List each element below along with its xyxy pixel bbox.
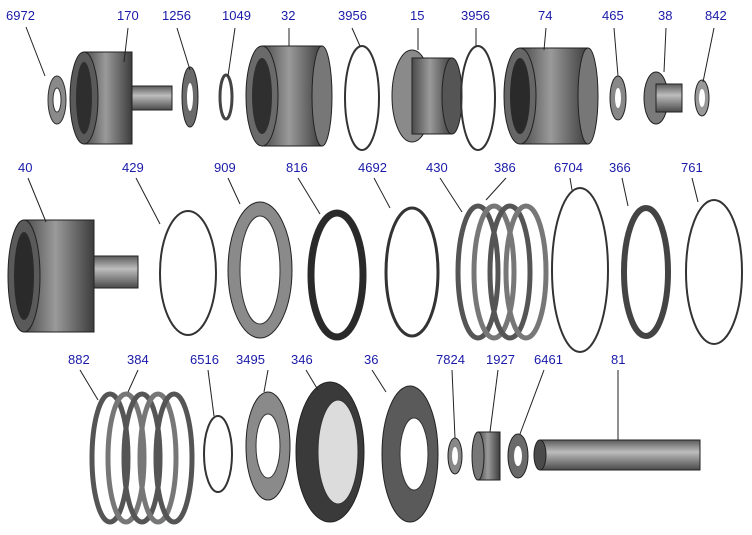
label-761: 761 <box>681 160 703 175</box>
label-3956-b: 3956 <box>461 8 490 23</box>
part-816-seal-ring <box>307 209 367 341</box>
part-6972-thrust-washer <box>47 75 67 125</box>
label-40: 40 <box>18 160 32 175</box>
label-384: 384 <box>127 352 149 367</box>
label-842: 842 <box>705 8 727 23</box>
label-6461: 6461 <box>534 352 563 367</box>
part-842-washer <box>694 79 710 117</box>
part-429-snap-ring <box>159 210 217 336</box>
label-32: 32 <box>281 8 295 23</box>
part-346-piston <box>295 381 365 523</box>
label-7824: 7824 <box>436 352 465 367</box>
leader-lines <box>25 26 715 440</box>
part-32-clutch-drum <box>245 45 333 147</box>
label-465: 465 <box>602 8 624 23</box>
part-40-ring-gear-shaft <box>7 219 139 333</box>
part-430-386-clutch-pack <box>455 203 549 341</box>
part-38-gear <box>643 71 683 125</box>
label-1049: 1049 <box>222 8 251 23</box>
part-909-piston-housing <box>227 201 293 339</box>
part-170-drum-shaft <box>69 51 173 145</box>
part-36-housing-plate <box>381 385 439 523</box>
part-366-plate <box>621 205 671 339</box>
part-1256-washer <box>181 66 199 128</box>
label-3495: 3495 <box>236 352 265 367</box>
part-7824-washer <box>447 437 463 475</box>
label-74: 74 <box>538 8 552 23</box>
part-465-bearing <box>609 75 627 121</box>
part-1927-bearing <box>471 431 501 481</box>
part-3956-snap-ring-a <box>344 45 380 151</box>
label-816: 816 <box>286 160 308 175</box>
part-81-output-shaft <box>533 439 701 471</box>
label-429: 429 <box>122 160 144 175</box>
part-882-384-clutch-pack <box>89 391 195 525</box>
label-3956-a: 3956 <box>338 8 367 23</box>
label-6516: 6516 <box>190 352 219 367</box>
label-6972: 6972 <box>6 8 35 23</box>
part-761-snap-ring <box>685 199 743 345</box>
label-909: 909 <box>214 160 236 175</box>
label-4692: 4692 <box>358 160 387 175</box>
part-3956-snap-ring-b <box>460 45 496 151</box>
part-labels: 6972 170 1256 1049 32 3956 15 3956 74 46… <box>6 8 727 367</box>
label-882: 882 <box>68 352 90 367</box>
part-3495-spring-retainer <box>245 391 291 501</box>
label-170: 170 <box>117 8 139 23</box>
part-6461-nut <box>507 433 529 479</box>
label-366: 366 <box>609 160 631 175</box>
part-1049-snap-ring <box>218 73 234 121</box>
part-74-sun-shell <box>503 47 599 145</box>
label-386: 386 <box>494 160 516 175</box>
label-36: 36 <box>364 352 378 367</box>
label-346: 346 <box>291 352 313 367</box>
label-1256: 1256 <box>162 8 191 23</box>
part-6704-snap-ring <box>551 187 609 353</box>
label-15: 15 <box>410 8 424 23</box>
label-6704: 6704 <box>554 160 583 175</box>
label-1927: 1927 <box>486 352 515 367</box>
label-430: 430 <box>426 160 448 175</box>
label-38: 38 <box>658 8 672 23</box>
part-4692-retainer <box>384 206 440 338</box>
part-6516-snap-ring <box>203 415 233 493</box>
label-81: 81 <box>611 352 625 367</box>
part-15-carrier <box>391 49 463 143</box>
